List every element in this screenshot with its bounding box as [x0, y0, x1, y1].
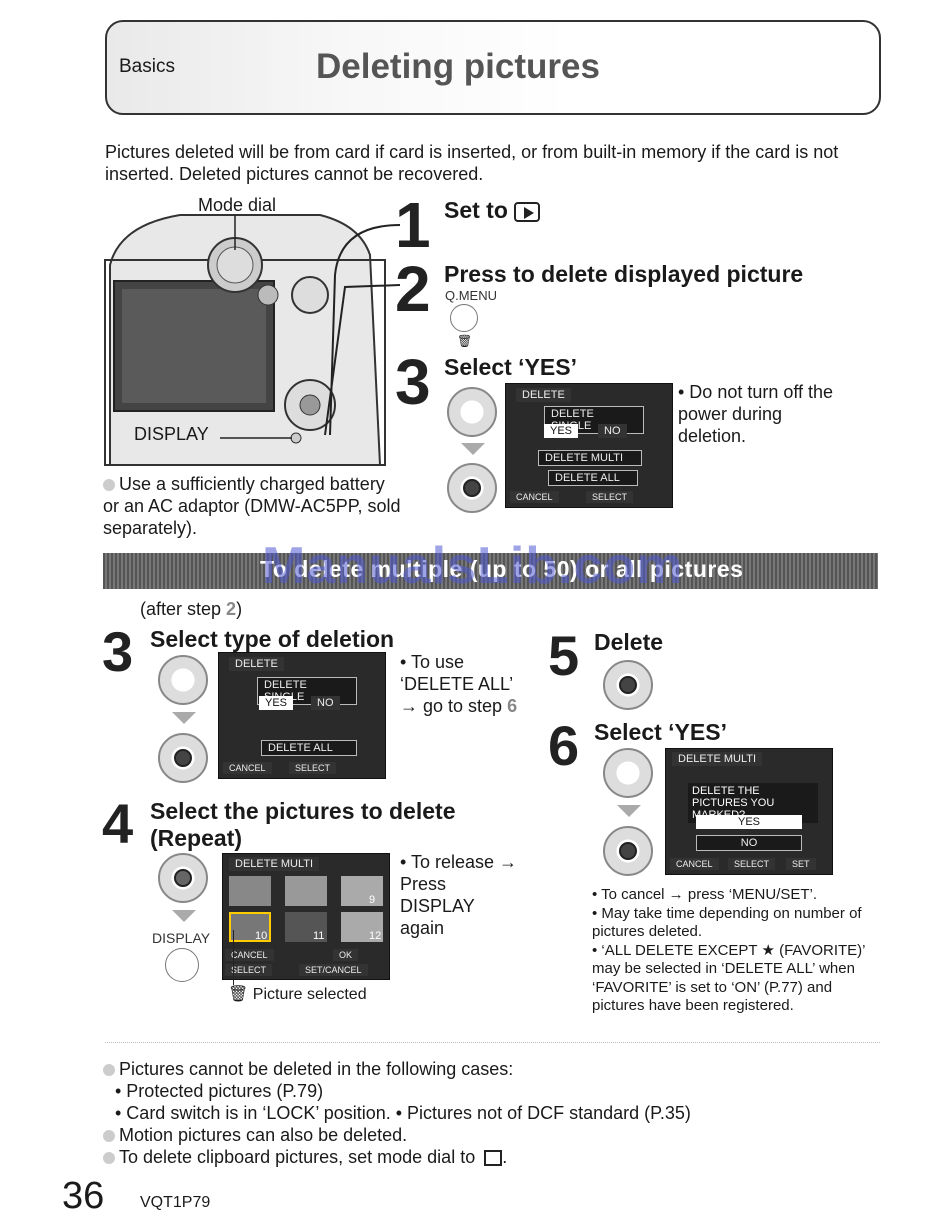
multi-step-5-title: Delete — [594, 629, 664, 655]
trash-selected-icon: 🗑 — [228, 986, 249, 1003]
step-3-title: Select ‘YES’ — [444, 354, 577, 380]
page-number: 36 — [62, 1175, 105, 1217]
multi-step-3-title: Select type of deletion — [150, 626, 395, 652]
multi-step-6-title: Select ‘YES’ — [594, 719, 727, 745]
thumb-6[interactable] — [341, 912, 383, 942]
step-2-number: 2 — [395, 253, 431, 325]
step6-dpad-set[interactable] — [603, 826, 653, 876]
power-note: • Do not turn off the power during delet… — [678, 382, 834, 446]
multi-step-4-number: 4 — [102, 792, 134, 855]
display-button-label: DISPLAY — [152, 930, 211, 946]
multi-step-6-number: 6 — [548, 714, 580, 777]
camera-illustration — [104, 214, 400, 466]
bullet-icon — [103, 1130, 115, 1143]
lcd-screen-multi: DELETE MULTI 9 10 11 12 CANCEL OK SELECT… — [222, 853, 390, 980]
clipboard-mode-icon — [484, 1150, 503, 1167]
lcd-screen-type: DELETE DELETE SINGLE YES NO DELETE ALL C… — [218, 652, 386, 779]
battery-note: Use a sufficiently charged battery or an… — [103, 474, 401, 538]
page-title: Deleting pictures — [316, 47, 600, 86]
banner-text: To delete multiple (up to 50) or all pic… — [260, 556, 744, 582]
header-box — [105, 20, 881, 115]
lcd-screen-delete: DELETE DELETE SINGLE YES NO DELETE MULTI… — [505, 383, 673, 508]
playback-icon — [514, 201, 541, 222]
multi-step-4-title: Select the pictures to delete (Repeat) — [150, 798, 456, 851]
delete-all-note: • To use ‘DELETE ALL’ → go to step 6 — [400, 652, 518, 716]
step6-down-arrow-icon — [617, 805, 641, 817]
display-button[interactable] — [165, 948, 199, 982]
bullet-icon — [103, 1064, 115, 1077]
mode-dial-label: Mode dial — [198, 195, 277, 215]
step6-notes: • To cancel → press ‘MENU/SET’. • May ta… — [592, 886, 877, 1016]
step-1-title: Set to — [444, 197, 541, 224]
leader-line — [233, 930, 234, 985]
dpad-set[interactable] — [447, 463, 497, 513]
multi4-down-arrow-icon — [172, 910, 196, 922]
thumb-1[interactable] — [229, 876, 271, 906]
multi-step-3-number: 3 — [102, 620, 134, 683]
time-note: • May take time depending on number of p… — [592, 904, 862, 941]
intro-text: Pictures deleted will be from card if ca… — [105, 142, 839, 184]
watermark: ManualsLib.com — [262, 537, 684, 595]
picture-selected-note: 🗑 Picture selected — [228, 986, 367, 1003]
section-banner — [103, 553, 878, 589]
display-label: DISPLAY — [134, 424, 209, 444]
multi4-dpad[interactable] — [158, 853, 208, 903]
thumb-2[interactable] — [285, 876, 327, 906]
multi-dpad-set[interactable] — [158, 733, 208, 783]
step-3-number: 3 — [395, 346, 431, 418]
after-step-note: (after step 2) — [140, 599, 243, 619]
qmenu-button[interactable] — [450, 304, 478, 332]
step5-dpad-set[interactable] — [603, 660, 653, 710]
qmenu-label: Q.MENU — [445, 288, 497, 303]
step-2-title: Press to delete displayed picture — [444, 261, 804, 287]
favorite-note: • ‘ALL DELETE EXCEPT ★ (FAVORITE)’ may b… — [592, 941, 865, 1015]
thumb-3[interactable] — [341, 876, 383, 906]
thumb-4-selected[interactable] — [229, 912, 271, 942]
multi-dpad-up-down[interactable] — [158, 655, 208, 705]
step-1-number: 1 — [395, 189, 431, 261]
release-note: • To release → Press DISPLAY again — [400, 852, 518, 938]
step6-dpad-up-down[interactable] — [603, 748, 653, 798]
document-code: VQT1P79 — [140, 1194, 211, 1211]
multi-step-5-number: 5 — [548, 624, 580, 687]
dpad-up-down[interactable] — [447, 387, 497, 437]
multi-down-arrow-icon — [172, 712, 196, 724]
divider — [105, 1042, 880, 1043]
cancel-note: • To cancel → press ‘MENU/SET’. — [592, 886, 818, 903]
lcd-screen-confirm: DELETE MULTI DELETE THE PICTURES YOU MAR… — [665, 748, 833, 875]
down-arrow-icon — [461, 443, 485, 455]
bullet-icon — [103, 1152, 115, 1165]
section-label: Basics — [119, 56, 175, 77]
thumb-5[interactable] — [285, 912, 327, 942]
bullet-icon — [103, 479, 115, 492]
footer-notes: Pictures cannot be deleted in the follow… — [103, 1058, 883, 1168]
trash-icon: 🗑 — [457, 334, 473, 348]
